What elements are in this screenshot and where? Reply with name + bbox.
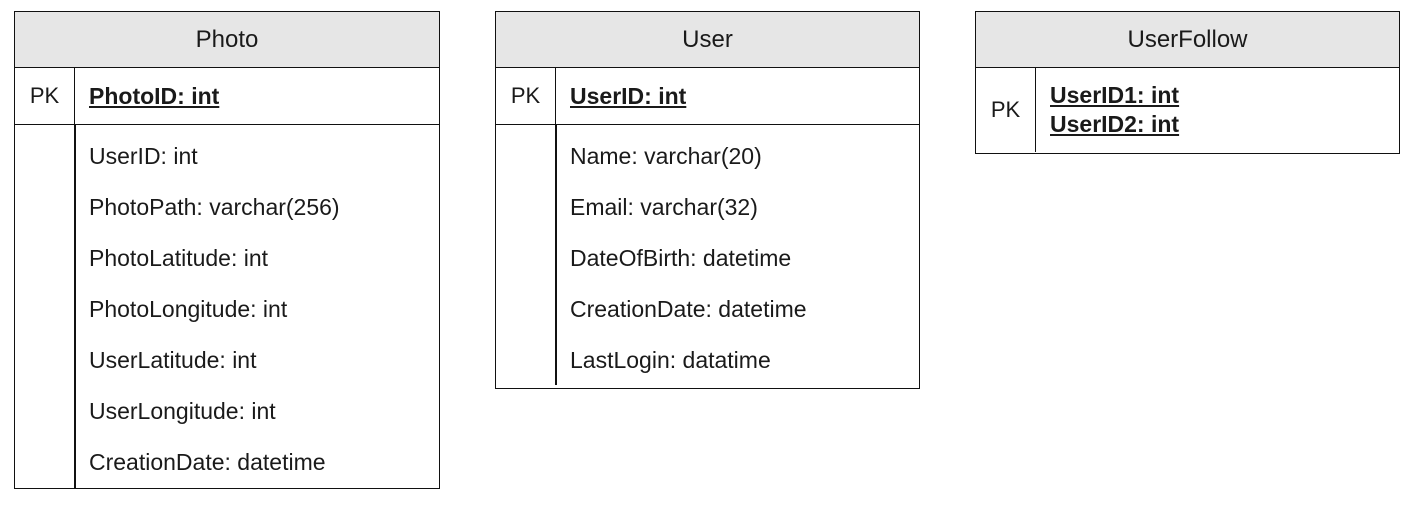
attribute: CreationDate: datetime: [89, 449, 326, 475]
pk-fields: UserID: int: [556, 68, 919, 124]
primary-key-row: PK PhotoID: int: [15, 68, 439, 125]
attribute: UserID: int: [89, 143, 198, 169]
attribute: LastLogin: datatime: [570, 347, 771, 373]
primary-key-row: PK UserID1: int UserID2: int: [976, 68, 1399, 152]
attribute: Email: varchar(32): [570, 194, 758, 220]
attribute-list: UserID: int PhotoPath: varchar(256) Phot…: [15, 125, 439, 488]
entity-title: UserFollow: [976, 12, 1399, 68]
primary-key-row: PK UserID: int: [496, 68, 919, 125]
attribute: PhotoPath: varchar(256): [89, 194, 340, 220]
attribute: UserLongitude: int: [89, 398, 276, 424]
entity-user: User PK UserID: int Name: varchar(20) Em…: [495, 11, 920, 389]
pk-field: UserID: int: [570, 82, 687, 109]
pk-field: UserID1: int: [1050, 82, 1180, 108]
attribute: UserLatitude: int: [89, 347, 257, 373]
entity-title: User: [496, 12, 919, 68]
pk-label: PK: [15, 68, 75, 124]
pk-field: UserID2: int: [1050, 111, 1180, 137]
attribute: DateOfBirth: datetime: [570, 245, 792, 271]
pk-fields: PhotoID: int: [75, 68, 439, 124]
pk-label: PK: [496, 68, 556, 124]
attribute-list: Name: varchar(20) Email: varchar(32) Dat…: [496, 125, 919, 386]
pk-field: PhotoID: int: [89, 82, 220, 109]
attribute: Name: varchar(20): [570, 143, 762, 169]
entity-title: Photo: [15, 12, 439, 68]
entity-userfollow: UserFollow PK UserID1: int UserID2: int: [975, 11, 1400, 154]
pk-fields: UserID1: int UserID2: int: [1036, 68, 1399, 152]
pk-label: PK: [976, 68, 1036, 152]
attribute: CreationDate: datetime: [570, 296, 807, 322]
entity-photo: Photo PK PhotoID: int UserID: int PhotoP…: [14, 11, 440, 489]
attribute: PhotoLongitude: int: [89, 296, 288, 322]
column-divider: [555, 125, 557, 385]
attribute: PhotoLatitude: int: [89, 245, 269, 271]
column-divider: [74, 125, 76, 488]
